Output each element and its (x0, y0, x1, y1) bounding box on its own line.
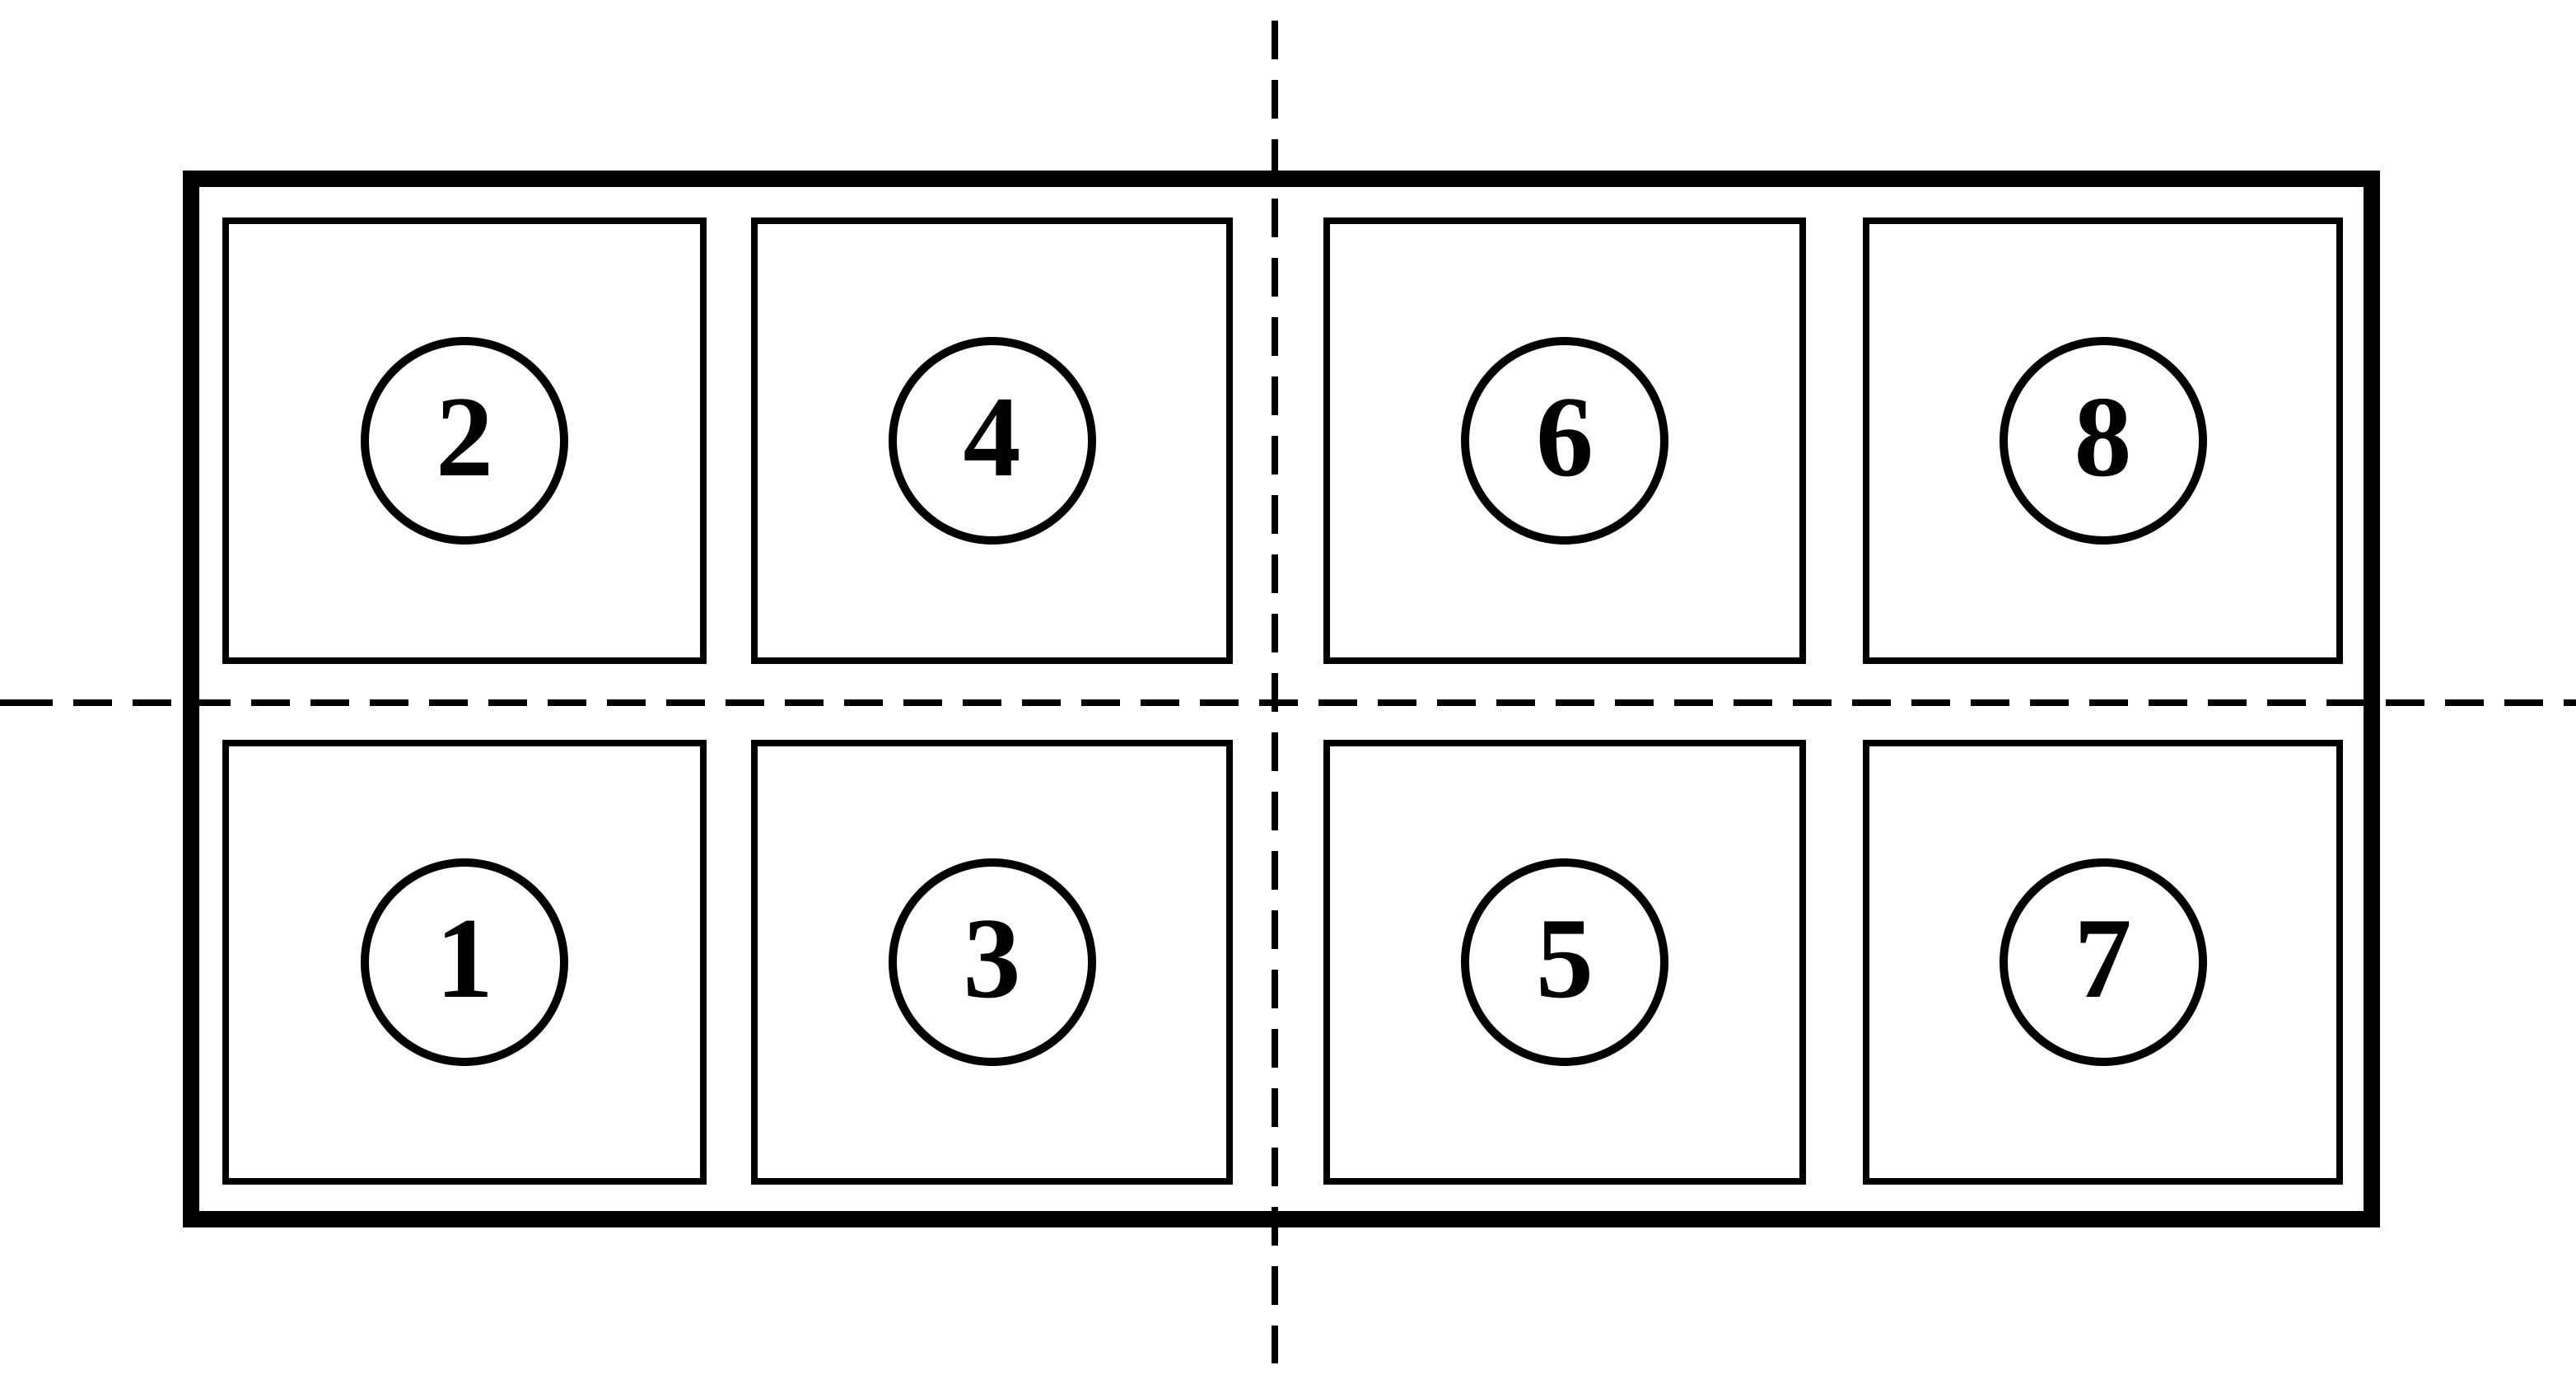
numbered-circle-7: 7 (1999, 858, 2207, 1066)
compartment-5: 5 (1323, 740, 1806, 1185)
cell-number: 1 (436, 895, 493, 1022)
numbered-circle-4: 4 (888, 337, 1096, 545)
vertical-centerline-dashed (1272, 21, 1278, 1363)
numbered-circle-5: 5 (1461, 858, 1668, 1066)
numbered-circle-8: 8 (1999, 337, 2207, 545)
cell-number: 8 (2074, 373, 2132, 501)
compartment-7: 7 (1863, 740, 2343, 1185)
outer-frame (183, 171, 2380, 1227)
cell-number: 6 (1536, 373, 1594, 501)
compartment-2: 2 (222, 217, 707, 664)
numbered-circle-6: 6 (1461, 337, 1668, 545)
cell-number: 3 (963, 895, 1021, 1022)
numbered-circle-1: 1 (361, 858, 568, 1066)
cell-number: 5 (1536, 895, 1594, 1022)
cell-number: 7 (2074, 895, 2132, 1022)
compartment-3: 3 (751, 740, 1233, 1185)
compartment-8: 8 (1863, 217, 2343, 664)
cell-number: 2 (436, 373, 493, 501)
cell-number: 4 (963, 373, 1021, 501)
numbered-circle-2: 2 (361, 337, 568, 545)
horizontal-centerline-dashed (0, 699, 2576, 706)
compartment-4: 4 (751, 217, 1233, 664)
compartment-1: 1 (222, 740, 707, 1185)
compartment-6: 6 (1323, 217, 1806, 664)
numbered-circle-3: 3 (888, 858, 1096, 1066)
